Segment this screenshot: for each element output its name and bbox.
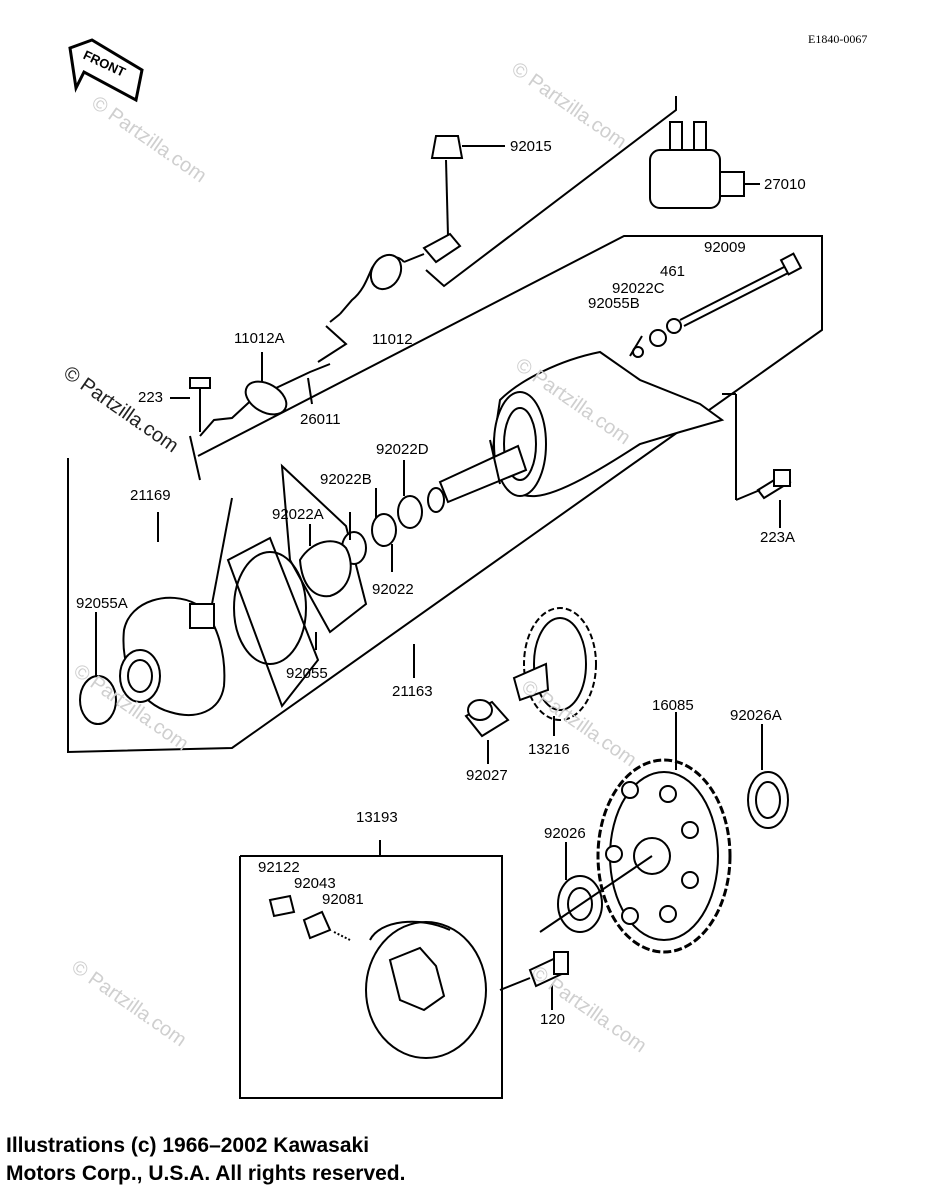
gear-13216 <box>512 607 597 736</box>
part-label: 92022D <box>376 441 429 458</box>
collar-92027 <box>464 699 510 764</box>
nut-461 <box>666 318 682 334</box>
part-label: 92026 <box>544 825 586 842</box>
lead-wire-11012A <box>199 325 348 437</box>
part-label: 223 <box>138 389 164 406</box>
part-label: 27010 <box>764 176 806 193</box>
part-label: 461 <box>660 263 686 280</box>
washer-92022D <box>397 495 423 529</box>
o-ring-92055 <box>233 551 307 665</box>
lead-wire-11012 <box>329 159 462 323</box>
diagram-code: E1840-0067 <box>808 32 868 46</box>
part-label: 11012A <box>234 330 285 347</box>
part-label: 92022 <box>372 581 414 598</box>
clutch-frame <box>239 855 503 1099</box>
part-label: 92022C <box>612 280 665 297</box>
part-label: 21169 <box>130 487 171 504</box>
part-label: 92022A <box>272 506 324 523</box>
front-arrow-icon <box>68 38 144 103</box>
part-label: 11012 <box>372 331 413 348</box>
brush-plate-frame <box>280 463 368 634</box>
washer-92022 <box>371 513 397 547</box>
bolt-120 <box>499 951 569 1010</box>
solenoid-27010 <box>649 121 760 209</box>
part-label: 92055 <box>286 665 328 682</box>
part-label: 92055A <box>76 595 128 612</box>
starter-assembly-frame <box>67 235 823 754</box>
part-label: 16085 <box>652 697 694 714</box>
clip-92022D <box>427 487 445 513</box>
part-label: 92081 <box>322 891 364 908</box>
copyright-line-2: Motors Corp., U.S.A. All rights reserved… <box>6 1162 406 1185</box>
part-label: 21163 <box>392 683 433 700</box>
brush-plate <box>298 540 352 598</box>
gasket-frame <box>226 536 320 709</box>
part-label: 92015 <box>510 138 552 155</box>
gear-16085 <box>596 712 732 954</box>
o-ring-92055A <box>79 675 117 725</box>
cap-92015 <box>430 135 505 159</box>
part-label: 223A <box>760 529 796 546</box>
washer-92022C <box>649 329 667 347</box>
end-cover-21169 <box>119 435 233 716</box>
part-label: 26011 <box>300 411 341 428</box>
part-label: 13216 <box>528 741 570 758</box>
clutch-13193 <box>268 840 487 1059</box>
washer-92026A <box>747 771 789 829</box>
part-label: 92009 <box>704 239 746 256</box>
part-label: 92027 <box>466 767 508 784</box>
part-label: 13193 <box>356 809 398 826</box>
part-label: 92026A <box>730 707 782 724</box>
part-label: 92055B <box>588 295 640 312</box>
part-label: 92043 <box>294 875 336 892</box>
part-label: 92122 <box>258 859 300 876</box>
copyright-line-1: Illustrations (c) 1966–2002 Kawasaki <box>6 1134 370 1157</box>
solenoid-link-line <box>425 96 677 288</box>
part-label: 120 <box>540 1011 566 1028</box>
screw-223 <box>170 377 211 432</box>
bolt-223A <box>722 393 792 528</box>
bolt-92009 <box>679 252 803 327</box>
part-label: 92022B <box>320 471 372 488</box>
motor-yoke-21163 <box>438 350 725 504</box>
